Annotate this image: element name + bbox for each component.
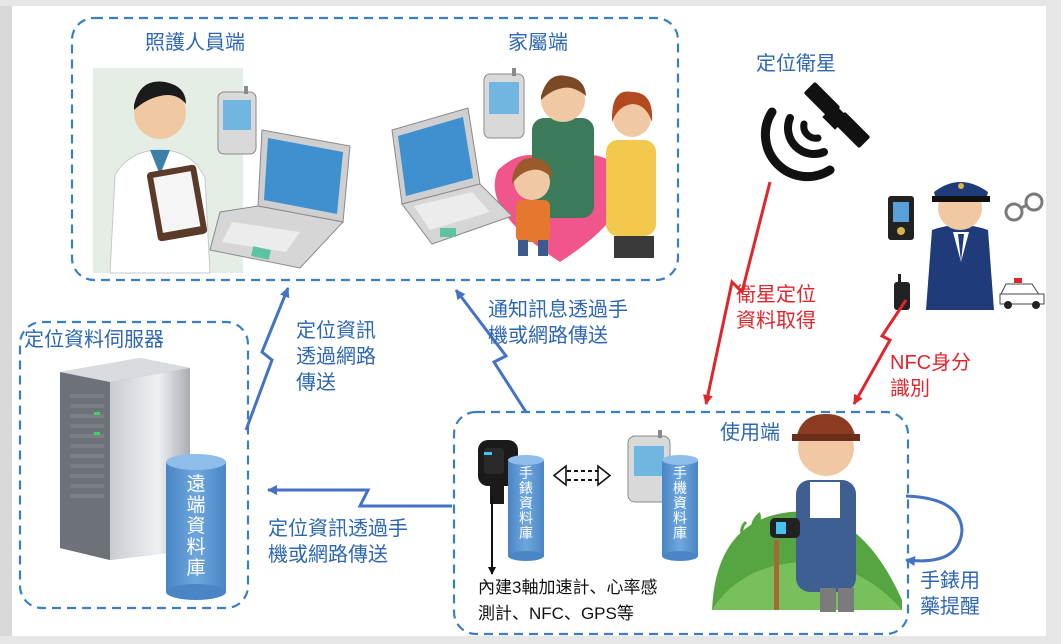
flow-label-user-to-server-line1: 定位資訊透過手 — [268, 518, 408, 540]
phone-database-label: 手機資料庫 — [673, 465, 687, 541]
elderly-user-illustration — [712, 414, 902, 612]
frame-bottom — [0, 636, 1061, 644]
flow-label-server-to-caregiver-line1: 定位資訊 — [296, 320, 376, 342]
server-group-title: 定位資料伺服器 — [24, 329, 164, 351]
frame-left — [0, 0, 12, 644]
family-illustration — [494, 75, 656, 262]
arrow-user-to-server — [267, 485, 452, 508]
watch-database-cylinder — [508, 455, 544, 561]
police-illustration — [888, 182, 1045, 310]
family-group-title: 家屬端 — [508, 32, 568, 54]
user-group-box — [452, 410, 910, 636]
satellite-title: 定位衛星 — [756, 53, 836, 75]
sync-double-arrow — [552, 464, 612, 487]
watch-database-label: 手錶資料庫 — [519, 465, 533, 541]
user-group-title: 使用端 — [720, 422, 780, 444]
flow-label-reminder-line2: 藥提醒 — [920, 596, 980, 618]
server-illustration — [60, 358, 190, 560]
flow-label-server-to-caregiver-line3: 傳送 — [296, 372, 336, 394]
pda-device-family — [483, 68, 525, 139]
caregiver-group-title: 照護人員端 — [145, 32, 245, 54]
sensor-description-line1: 內建3軸加速計、心率感 — [478, 578, 658, 597]
remote-database-cylinder — [166, 454, 226, 600]
laptop-family — [391, 107, 513, 245]
caregiver-family-group-box — [70, 16, 680, 282]
remote-database-label: 遠端資料庫 — [186, 474, 206, 579]
flow-label-satellite-line1: 衛星定位 — [736, 284, 816, 306]
flow-label-user-to-server-line2: 機或網路傳送 — [268, 544, 388, 566]
flow-label-nfc-line1: NFC身分 — [890, 352, 972, 374]
frame-top — [0, 0, 1061, 6]
laptop-care — [209, 129, 351, 269]
frame-right — [1046, 0, 1061, 644]
flow-label-user-to-family-line2: 機或網路傳送 — [488, 325, 608, 347]
flow-label-reminder-line1: 手錶用 — [920, 570, 980, 592]
server-group-box — [18, 320, 250, 610]
satellite-icon — [760, 82, 870, 182]
flow-label-satellite-line2: 資料取得 — [736, 310, 816, 332]
pda-device-care — [217, 86, 257, 155]
phone-database-cylinder — [662, 455, 698, 561]
flow-label-nfc-line2: 識別 — [890, 378, 930, 400]
phone-device-user — [627, 430, 671, 503]
arrow-server-to-caregiver — [244, 287, 290, 431]
doctor-illustration — [93, 68, 243, 274]
sensor-description-line2: 測計、NFC、GPS等 — [478, 604, 634, 623]
flow-label-server-to-caregiver-line2: 透過網路 — [296, 346, 376, 368]
arrow-nfc-to-user — [852, 299, 908, 405]
arrow-satellite-to-user — [702, 181, 772, 405]
flow-label-user-to-family-line1: 通知訊息透過手 — [488, 299, 628, 321]
arrow-reminder-loop — [905, 494, 964, 566]
arrow-user-to-family — [454, 289, 528, 413]
